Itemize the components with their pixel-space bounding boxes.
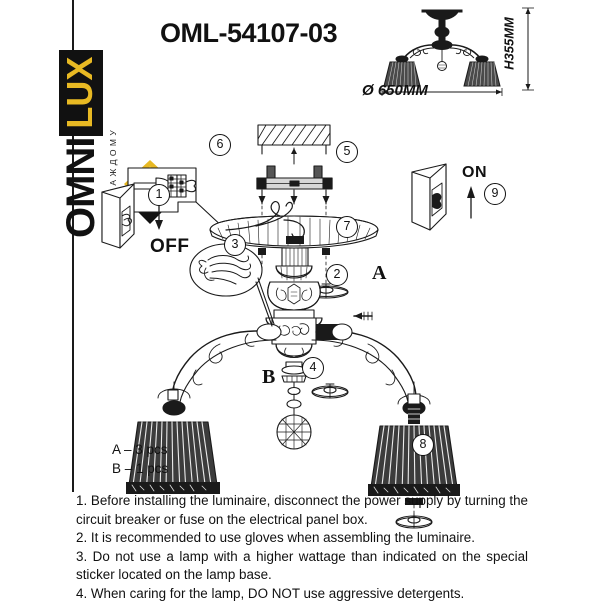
terminal-block-detail	[128, 168, 226, 230]
crystal-drop-part-b	[277, 376, 311, 449]
parts-list-item-b: B – 1 pcs	[112, 459, 168, 478]
height-dimension-label: H355MM	[502, 9, 517, 79]
callout-2[interactable]: 2	[326, 264, 348, 286]
parts-quantity-list: A – 3 pcs B – 1 pcs	[112, 440, 168, 478]
instruction-line-4: 4. When caring for the lamp, DO NOT use …	[76, 585, 528, 603]
gloves-detail	[190, 244, 274, 326]
product-model-title: OML-54107-03	[160, 18, 337, 49]
callout-1[interactable]: 1	[148, 184, 170, 206]
instruction-line-1: 1. Before installing the luminaire, disc…	[76, 492, 528, 529]
part-4-nut	[312, 384, 348, 398]
callout-4[interactable]: 4	[302, 357, 324, 379]
part-b-label: B	[262, 366, 275, 389]
callout-8[interactable]: 8	[412, 434, 434, 456]
callout-7[interactable]: 7	[336, 216, 358, 238]
switch-off-label: OFF	[150, 236, 190, 258]
logo-lux-text: LUX	[59, 57, 100, 129]
height-dimension: H355MM	[498, 4, 520, 90]
callout-6[interactable]: 6	[209, 134, 231, 156]
safety-instructions: 1. Before installing the luminaire, disc…	[76, 492, 528, 603]
part-2-screw	[354, 312, 372, 320]
callout-3[interactable]: 3	[224, 234, 246, 256]
callout-5[interactable]: 5	[336, 141, 358, 163]
instruction-line-2: 2. It is recommended to use gloves when …	[76, 529, 528, 548]
part-a-label: A	[372, 262, 386, 285]
instruction-line-3: 3. Do not use a lamp with a higher watta…	[76, 548, 528, 585]
switch-on-label: ON	[462, 164, 487, 182]
callout-9[interactable]: 9	[484, 183, 506, 205]
central-column	[266, 248, 322, 374]
parts-list-item-a: A – 3 pcs	[112, 440, 168, 459]
